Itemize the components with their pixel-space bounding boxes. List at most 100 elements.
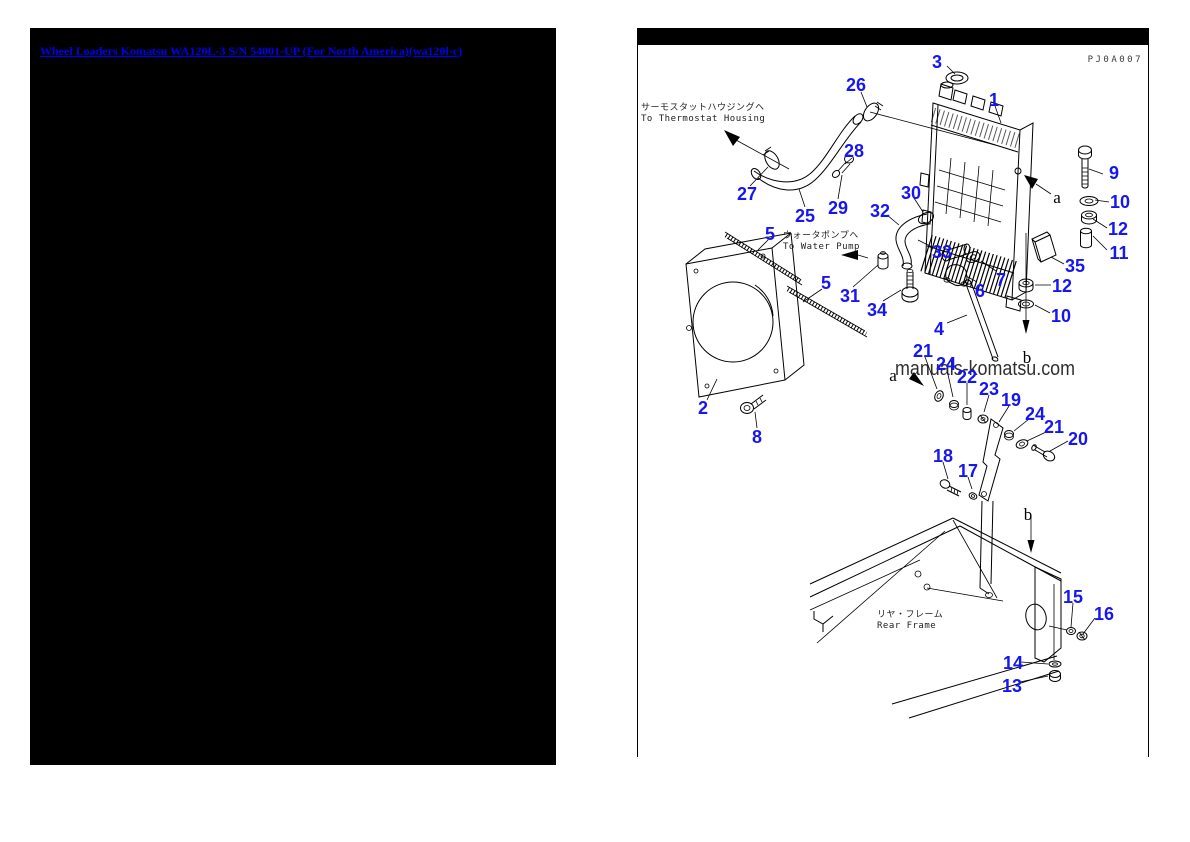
washer-21b	[1015, 439, 1029, 449]
upper-hose	[750, 101, 996, 191]
washer-14	[1048, 660, 1062, 668]
callout-14: 14	[1003, 653, 1023, 673]
note-jp-2: リヤ・フレーム	[877, 609, 943, 620]
rod-4	[964, 279, 999, 362]
callout-12: 12	[1052, 276, 1072, 296]
callout-17: 17	[958, 461, 978, 481]
rear-frame	[809, 500, 1088, 719]
note-jp-1: ウォータポンプヘ	[783, 230, 859, 241]
washer-15	[1066, 627, 1076, 635]
spacer-11	[1080, 227, 1092, 249]
nut-24a	[949, 400, 959, 411]
callout-22: 22	[957, 367, 977, 387]
bolt-18	[939, 479, 962, 497]
callout-7: 7	[996, 270, 1006, 290]
callout-27: 27	[737, 184, 757, 204]
callout-20: 20	[1068, 429, 1088, 449]
diagram-top-bar	[637, 28, 1149, 45]
collar-22	[962, 407, 972, 420]
note-jp-0: サーモスタットハウジングヘ	[641, 101, 765, 113]
parts-diagram-panel: PJ0A007	[637, 28, 1149, 757]
seal-strips	[724, 231, 868, 338]
callout-24: 24	[936, 354, 956, 374]
callout-31: 31	[840, 286, 860, 306]
washer-21a	[934, 390, 944, 402]
callout-5: 5	[821, 273, 831, 293]
right-hardware	[1018, 145, 1099, 334]
callout-18: 18	[933, 446, 953, 466]
callout-11: 11	[1109, 243, 1128, 263]
callout-a: a	[889, 366, 897, 385]
note-en-1: To Water Pump	[783, 242, 860, 252]
note-en-0: To Thermostat Housing	[641, 114, 765, 124]
leader-lines	[706, 65, 1110, 683]
callout-19: 19	[1001, 390, 1021, 410]
watermark: manuals-komatsu.com	[895, 358, 1075, 380]
washer-17	[968, 492, 978, 500]
callout-32: 32	[870, 201, 890, 221]
b-arrow-upper	[1022, 320, 1030, 334]
fan-shroud	[685, 232, 805, 398]
callout-3: 3	[932, 52, 942, 72]
radiator-cap	[945, 71, 969, 85]
callout-25: 25	[795, 206, 815, 226]
bolt-34	[901, 269, 919, 303]
bolt-28	[844, 154, 854, 164]
callout-16: 16	[1094, 604, 1114, 624]
radiator	[919, 71, 1034, 312]
a-arrow-right	[1024, 175, 1038, 189]
callout-35: 35	[1065, 256, 1085, 276]
bolt-8	[740, 394, 767, 414]
callout-12: 12	[1108, 219, 1128, 239]
callout-30: 30	[901, 183, 921, 203]
bracket-35	[1031, 231, 1057, 263]
callout-b: b	[1024, 505, 1033, 524]
callout-23: 23	[979, 379, 999, 399]
callout-5: 5	[765, 224, 775, 244]
note-en-2: Rear Frame	[877, 621, 936, 631]
hose-clamp-30	[917, 211, 935, 225]
callout-2: 2	[698, 398, 708, 418]
callout-b: b	[1023, 348, 1032, 367]
nut-13	[1049, 670, 1061, 682]
callout-10: 10	[1051, 306, 1071, 326]
callout-13: 13	[1002, 676, 1022, 696]
callout-24: 24	[1025, 404, 1045, 424]
thermostat-arrow	[724, 130, 740, 146]
tube-33	[941, 248, 951, 262]
bolt-9	[1078, 145, 1092, 189]
link-19	[978, 418, 1004, 502]
lower-hose-group	[877, 211, 999, 362]
hose-clamp-27	[764, 150, 780, 170]
frame-side-panel	[1034, 566, 1062, 663]
note-arrows	[724, 130, 869, 260]
callout-10: 10	[1110, 192, 1130, 212]
clip-23	[977, 414, 989, 424]
callout-21: 21	[913, 341, 933, 361]
callout-8: 8	[752, 427, 762, 447]
a-arrow-left	[909, 372, 924, 386]
callout-15: 15	[1063, 587, 1083, 607]
callout-34: 34	[867, 300, 887, 320]
model-breadcrumb-link[interactable]: Wheel Loaders Komatsu WA120L-3 S/N 54001…	[40, 44, 463, 58]
callout-9: 9	[1109, 163, 1119, 183]
nut-12	[1081, 210, 1097, 225]
link-group	[909, 372, 1056, 502]
callout-28: 28	[844, 141, 864, 161]
left-black-panel	[30, 28, 556, 765]
callout-21: 21	[1044, 417, 1064, 437]
washer-10	[1079, 196, 1099, 206]
parts-diagram: PJ0A007	[637, 28, 1149, 757]
water-pump-arrow	[841, 250, 858, 260]
elbow-6	[945, 264, 968, 286]
callout-1: 1	[989, 90, 999, 110]
callout-33: 33	[932, 242, 952, 262]
washer-7	[965, 251, 981, 263]
clip-16	[1076, 631, 1088, 641]
callout-29: 29	[828, 198, 848, 218]
bolt-20	[1031, 444, 1056, 462]
callout-26: 26	[846, 75, 866, 95]
